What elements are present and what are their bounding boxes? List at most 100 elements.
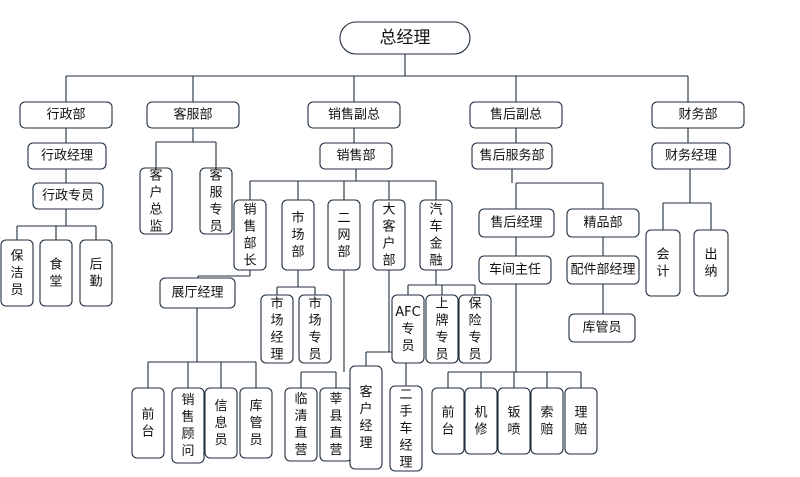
node-box xyxy=(530,387,564,455)
node-body-paint: 钣喷 xyxy=(497,387,531,455)
node-claims: 索赔 xyxy=(530,387,564,455)
node-label: 前台 xyxy=(141,406,154,439)
node-market-manager: 市场经理 xyxy=(260,294,294,364)
node-label: 库管员 xyxy=(582,320,621,336)
node-label: 客户总监 xyxy=(149,167,162,234)
node-box xyxy=(233,199,267,271)
node-box xyxy=(327,199,361,271)
node-box xyxy=(419,199,453,271)
node-sales-dept: 销售部 xyxy=(319,142,393,170)
node-showroom-manager: 展厅经理 xyxy=(159,277,236,309)
node-aftersales-vp: 售后副总 xyxy=(469,101,563,129)
node-label: 前台 xyxy=(441,404,454,437)
node-marketing-dept: 市场部 xyxy=(281,199,315,271)
node-box xyxy=(171,387,205,464)
node-box xyxy=(458,294,492,364)
node-shenxian: 莘县直营 xyxy=(319,387,353,462)
node-box xyxy=(478,208,555,238)
node-label: 客服专员 xyxy=(209,167,222,234)
node-label: 行政经理 xyxy=(41,149,93,164)
node-label: 二手车经理 xyxy=(399,387,412,470)
node-label: 市场部 xyxy=(291,210,304,260)
node-box xyxy=(478,255,552,285)
node-cs-specialist: 客服专员 xyxy=(199,167,233,235)
node-warehouse-sales: 库管员 xyxy=(239,387,273,459)
node-admin-manager: 行政经理 xyxy=(27,142,107,170)
node-box xyxy=(260,294,294,364)
node-secondary-network: 二网部 xyxy=(327,199,361,271)
node-label: 财务经理 xyxy=(665,148,717,164)
node-parts-manager: 配件部经理 xyxy=(566,255,640,285)
node-box xyxy=(131,387,165,459)
node-label: 展厅经理 xyxy=(171,286,223,301)
node-market-specialist: 市场专员 xyxy=(298,294,332,364)
node-box xyxy=(146,101,240,129)
node-box xyxy=(159,277,236,309)
node-box xyxy=(645,229,681,297)
node-label: 上牌专员 xyxy=(435,296,448,362)
node-label: 销售部长 xyxy=(243,202,256,268)
connector-lines xyxy=(16,54,712,388)
node-label: 销售顾问 xyxy=(181,393,194,459)
node-account-manager: 客户经理 xyxy=(349,365,383,470)
node-box xyxy=(32,182,104,210)
node-key-account: 大客户部 xyxy=(372,199,406,271)
node-label: 配件部经理 xyxy=(570,263,635,278)
node-finance-manager: 财务经理 xyxy=(651,142,731,170)
node-cleaner: 保洁员 xyxy=(0,239,34,307)
org-nodes: 总经理行政部行政经理行政专员保洁员食堂后勤客服部客户总监客服专员销售副总销售部销… xyxy=(0,21,745,472)
node-label: 财务部 xyxy=(678,107,717,123)
node-label: 市场经理 xyxy=(270,295,283,362)
node-box xyxy=(372,199,406,271)
node-label: 市场专员 xyxy=(308,295,321,362)
node-label: 售后经理 xyxy=(490,215,542,231)
node-finance-dept: 财务部 xyxy=(651,101,745,129)
node-label: 出纳 xyxy=(704,247,717,279)
node-label: 会计 xyxy=(656,247,669,279)
node-box xyxy=(566,255,640,285)
node-box xyxy=(471,142,553,170)
node-admin-specialist: 行政专员 xyxy=(32,182,104,210)
node-mechanic: 机修 xyxy=(464,387,498,455)
node-box xyxy=(0,239,34,307)
node-insurance-specialist: 保险专员 xyxy=(458,294,492,364)
node-label: 钣喷 xyxy=(507,405,520,437)
node-box xyxy=(281,199,315,271)
node-box xyxy=(431,387,465,455)
node-label: 索赔 xyxy=(540,405,553,437)
node-label: 汽车金融 xyxy=(429,202,442,268)
node-warehouse-after: 库管员 xyxy=(568,313,636,343)
node-cs-director: 客户总监 xyxy=(139,167,173,235)
node-box xyxy=(389,385,423,472)
node-accountant: 会计 xyxy=(645,229,681,297)
node-sales-consultant: 销售顾问 xyxy=(171,387,205,464)
node-label: 食堂 xyxy=(49,256,62,289)
node-reception-sales: 前台 xyxy=(131,387,165,459)
node-sales-vp: 销售副总 xyxy=(307,101,401,129)
node-label: 售后服务部 xyxy=(479,148,544,164)
node-box xyxy=(651,101,745,129)
node-box xyxy=(307,101,401,129)
node-box xyxy=(39,239,73,307)
node-label: 客户经理 xyxy=(359,384,372,451)
node-box xyxy=(464,387,498,455)
node-ceo: 总经理 xyxy=(339,21,471,55)
node-box xyxy=(27,142,107,170)
node-used-car-manager: 二手车经理 xyxy=(389,385,423,472)
node-label: 行政部 xyxy=(46,108,85,123)
node-box xyxy=(319,142,393,170)
node-box xyxy=(568,313,636,343)
node-label: 库管员 xyxy=(249,398,262,448)
node-label: 车间主任 xyxy=(489,262,541,278)
node-box xyxy=(497,387,531,455)
node-label: 总经理 xyxy=(380,28,431,48)
node-box xyxy=(425,294,459,364)
node-box xyxy=(239,387,273,459)
node-auto-finance: 汽车金融 xyxy=(419,199,453,271)
node-label: 售后副总 xyxy=(490,107,542,123)
node-box xyxy=(391,294,425,364)
node-label: 保险专员 xyxy=(468,296,481,362)
